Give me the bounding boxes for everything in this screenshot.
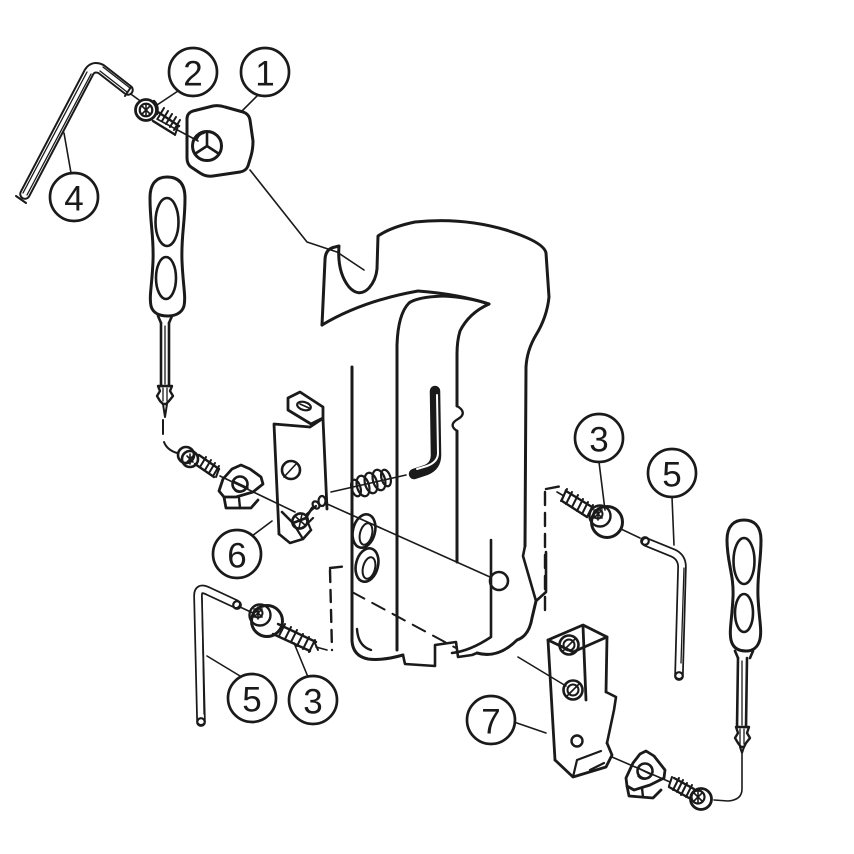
cartridge-6 (272, 390, 329, 545)
insert-screw-left (176, 445, 221, 479)
torx-screw-3-right (560, 488, 624, 539)
callout-4: 4 (48, 132, 100, 223)
callout-5-left: 5 (206, 655, 278, 724)
torx-screwdriver-right (713, 518, 763, 802)
callout-6: 6 (211, 520, 273, 580)
callout-3-right-label: 3 (589, 421, 608, 460)
hidden-seat-left (328, 564, 457, 652)
adjusting-key (408, 385, 442, 480)
callout-5-left-label: 5 (242, 681, 261, 720)
callout-5-right-label: 5 (662, 456, 681, 495)
cap-screw-2 (134, 98, 181, 136)
insert-screw-right (667, 776, 713, 811)
callout-4-label: 4 (64, 180, 83, 219)
callouts: 2 1 4 3 5 6 5 (48, 46, 698, 746)
callout-2: 2 (156, 46, 219, 106)
callout-2-label: 2 (183, 55, 202, 94)
hidden-seat-right (543, 484, 564, 614)
torx-key-5-left (193, 584, 242, 727)
callout-3-left: 3 (287, 642, 339, 726)
callout-3-right: 3 (573, 412, 625, 511)
trigon-insert-right (624, 749, 667, 800)
torx-screwdriver-left (148, 175, 187, 454)
torx-screw-3-left (248, 603, 319, 653)
callout-3-left-label: 3 (303, 683, 322, 722)
callout-7: 7 (465, 694, 547, 746)
torx-key-5-right (640, 536, 687, 681)
hex-key-4 (15, 62, 134, 204)
callout-1-label: 1 (255, 55, 274, 94)
cartridge-1 (185, 104, 255, 178)
connection-lines (249, 169, 567, 687)
cartridge-7 (546, 623, 618, 779)
main-tool-body (320, 219, 551, 668)
callout-6-label: 6 (227, 537, 246, 576)
callout-7-label: 7 (481, 703, 500, 742)
trigon-insert-left (217, 463, 265, 510)
coil-spring (349, 468, 393, 498)
callout-5-right: 5 (646, 447, 698, 546)
callout-1: 1 (239, 46, 291, 112)
